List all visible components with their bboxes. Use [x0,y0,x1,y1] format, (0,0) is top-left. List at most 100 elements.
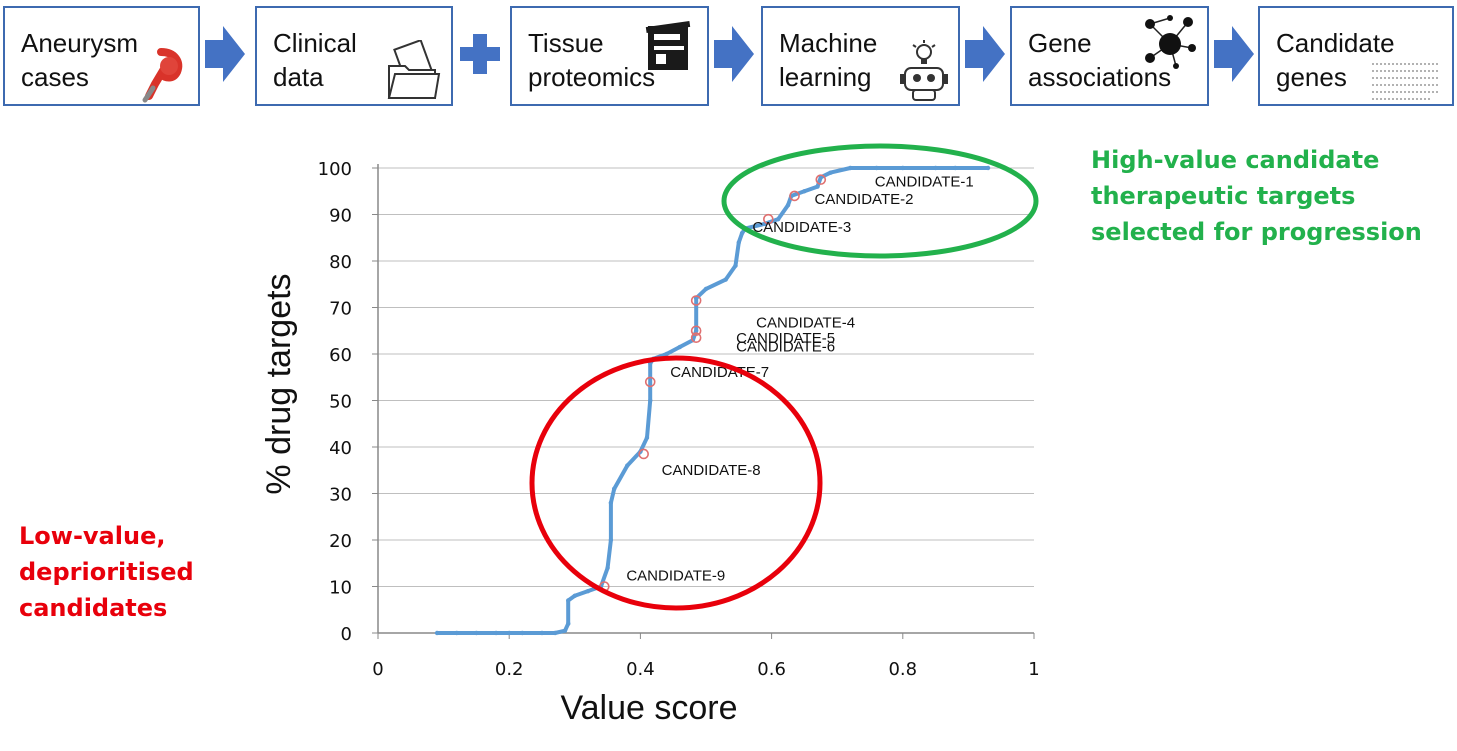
data-point [693,296,699,301]
y-tick-label: 80 [329,252,352,273]
robot-lightbulb-icon [900,40,948,101]
candidate-label: CANDIDATE-7 [670,364,769,381]
x-tick-label: 0.2 [495,659,524,680]
y-tick-label: 60 [329,345,352,366]
candidate-marker [789,190,800,202]
y-tick-label: 50 [329,392,352,413]
arrow-icon [205,26,245,82]
candidate-marker [690,325,702,337]
step-machine-learning: Machine learning [761,6,960,106]
candidate-marker [763,213,774,225]
data-point [933,165,938,171]
low-value-annotation: Low-value, deprioritised candidates [19,522,194,622]
candidate-label: CANDIDATE-6 [736,339,835,356]
data-point [474,630,479,636]
candidate-marker [638,448,649,460]
arrow-icon [965,26,1005,82]
data-point [454,630,459,636]
step-gene-associations: Gene associations [1010,6,1209,106]
data-point [953,165,958,171]
data-point [828,170,833,175]
candidate-label: CANDIDATE-2 [815,191,914,208]
data-point [608,500,614,505]
plus-icon [460,34,500,74]
data-point [605,565,610,571]
data-point [644,435,650,440]
data-point [493,630,499,636]
data-point [815,184,820,189]
network-icon [1145,15,1196,69]
data-point [785,203,791,208]
candidate-label: CANDIDATE-8 [662,462,761,479]
step-candidate-genes: Candidate genes [1258,6,1454,106]
candidate-label: CANDIDATE-4 [756,315,855,332]
step-label: Candidate genes [1276,28,1395,92]
data-point [608,537,614,543]
x-tick-label: 1 [1028,659,1039,680]
data-point [900,165,905,171]
candidate-markers: CANDIDATE-1CANDIDATE-2CANDIDATE-3CANDIDA… [599,174,974,592]
aorta-icon [142,48,183,103]
data-point [507,630,512,636]
candidate-marker [644,376,656,388]
series-points [434,165,991,636]
data-point [775,216,781,222]
data-point [703,286,709,292]
low-value-ellipse [529,355,823,611]
y-tick-label: 40 [329,438,352,459]
candidate-label: CANDIDATE-1 [875,174,974,191]
folders-icon [387,40,441,99]
data-point [848,165,853,171]
data-point [562,628,568,633]
data-point [648,398,653,403]
data-point [625,463,630,468]
x-axis-label: Value score [560,689,737,727]
y-tick-label: 70 [329,299,352,320]
y-tick-label: 90 [329,206,352,227]
y-axis-label: % drug targets [260,273,298,494]
candidate-marker [815,174,827,185]
gridlines [378,167,1034,634]
y-tick-label: 0 [341,624,352,645]
candidate-label: CANDIDATE-3 [752,219,851,236]
step-tissue-proteomics: Tissue proteomics [510,6,709,106]
data-point [566,621,571,626]
step-label: Clinical data [273,28,357,92]
data-point [552,630,558,636]
y-tick-label: 10 [329,578,352,599]
high-value-annotation: High-value candidate therapeutic targets… [1091,146,1422,246]
mass-spectrometer-icon [645,20,691,70]
data-point [723,277,728,282]
x-tick-label: 0.4 [626,659,655,680]
data-point [693,328,699,333]
step-aneurysm-cases: Aneurysm cases [3,6,200,106]
data-point [585,588,591,594]
step-label: Gene associations [1028,28,1172,92]
step-label: Machine learning [779,28,878,92]
step-label: Tissue proteomics [528,28,656,92]
data-point [736,240,741,245]
data-point [539,630,545,636]
data-point [572,593,577,598]
data-point [434,630,440,636]
arrow-icon [714,26,754,82]
candidate-marker [690,332,702,344]
data-point [985,165,991,171]
y-tick-label: 20 [329,531,352,552]
step-clinical-data: Clinical data [255,6,453,106]
candidate-label: CANDIDATE-9 [626,568,725,585]
candidate-label: CANDIDATE-5 [736,330,835,347]
y-tick-label: 100 [318,159,352,180]
data-point [664,351,669,357]
arrow-icon [1214,26,1254,82]
data-point [566,598,571,603]
data-point [677,344,682,350]
step-label: Aneurysm cases [21,28,139,92]
x-tick-label: 0 [372,659,383,680]
gene-list-icon [1372,63,1440,100]
high-value-ellipse [721,143,1039,259]
data-point [802,189,807,194]
data-point [874,165,879,171]
